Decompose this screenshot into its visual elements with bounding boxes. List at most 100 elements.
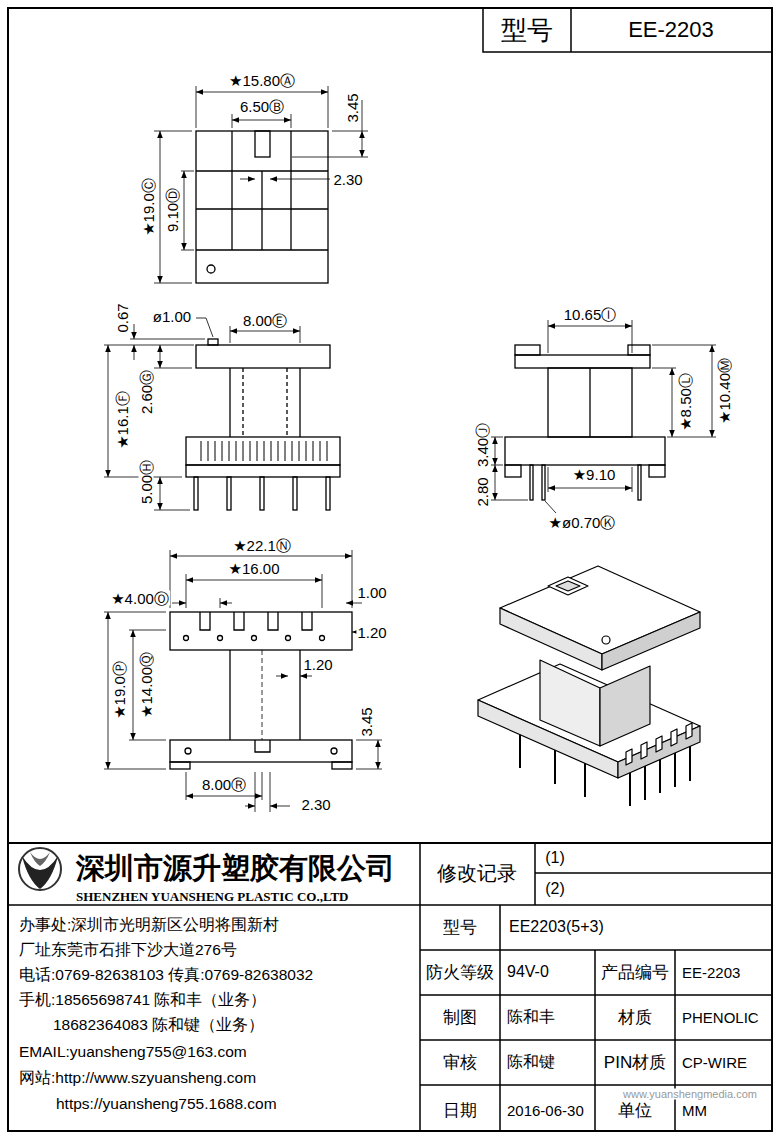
table-cell: (1) (544, 850, 566, 866)
front-view-dimensions-part (134, 324, 135, 339)
company-name-english: SHENZHEN YUANSHENG PLASTIC CO.,LTD (75, 890, 349, 903)
front-view-part (326, 477, 330, 510)
dimension: 6.50Ⓑ (239, 99, 285, 114)
side-view-dimensions-part (632, 320, 633, 353)
side-view-dimensions-part (548, 488, 632, 489)
isometric-view-part (629, 770, 631, 806)
top-view-dimensions-part (270, 179, 330, 180)
side-view-dimensions-part (548, 326, 632, 327)
side-view-dimensions-part (491, 500, 528, 501)
title-block-grid (8, 843, 772, 1131)
dimension: ★16.1Ⓕ (115, 390, 130, 450)
table-cell: 修改记录 (436, 863, 518, 883)
front-view-part (227, 477, 231, 510)
side-view-dimensions-part (652, 345, 716, 346)
bottom-view-part (320, 636, 325, 641)
table-cell: 日期 (442, 1102, 478, 1119)
front-view (186, 339, 340, 510)
bottom-view-part (229, 650, 230, 740)
bottom-view-dimensions-part (129, 740, 166, 741)
email-line: EMAIL:yuansheng755@163.com (18, 1044, 248, 1060)
isometric-view-part (556, 581, 580, 591)
isometric-view-part (600, 666, 650, 746)
isometric-view-part (540, 660, 600, 746)
top-view-dimensions-part (362, 100, 363, 131)
dimension: ★16.00 (228, 561, 281, 576)
front-view-part (293, 477, 297, 510)
sheet-frame-part (483, 8, 772, 52)
dimension: ★ø0.70Ⓚ (548, 515, 617, 530)
front-view-dimensions-part (196, 318, 213, 337)
top-view-dimensions-part (232, 114, 233, 128)
front-view-part (242, 368, 243, 437)
bottom-view-part (184, 636, 189, 641)
isometric-view-part (554, 746, 556, 784)
table-cell: EE2203(5+3) (508, 919, 605, 935)
front-view-dimensions-part (230, 326, 231, 343)
isometric-view-part (584, 759, 586, 797)
top-view-dimensions-part (291, 114, 292, 128)
bottom-view-dimensions-part (300, 676, 312, 677)
bottom-view-part (252, 636, 257, 641)
top-view-dimensions-part (196, 92, 328, 93)
bottom-view-part (185, 748, 191, 754)
isometric-view-part (689, 745, 691, 781)
side-view-dimensions-part (491, 465, 503, 466)
side-view-part (542, 465, 545, 500)
side-view-part (505, 437, 665, 465)
side-view-dimensions (491, 320, 716, 513)
phone-line: 手机:18565698741 陈和丰（业务） (18, 992, 267, 1008)
front-view-part (186, 437, 340, 465)
front-view-part (201, 441, 327, 461)
table-cell: 单位 (617, 1102, 653, 1119)
isometric-view-part (602, 636, 610, 644)
top-view-dimensions-part (181, 250, 194, 251)
side-view-part (649, 465, 665, 477)
dimension: 3.45 (359, 706, 374, 737)
model-heading: 型号 (500, 17, 554, 43)
bottom-view-part (332, 762, 352, 769)
top-view-part (196, 249, 328, 250)
table-cell: 审核 (442, 1054, 478, 1071)
bottom-view-part (331, 748, 337, 754)
dimension: 2.80 (475, 476, 490, 507)
bottom-view-part (286, 636, 291, 641)
front-view-dimensions-part (160, 345, 161, 368)
bottom-view-dimensions-part (129, 630, 166, 631)
bottom-view-dimensions (104, 550, 382, 812)
side-view-dimensions-part (495, 437, 496, 465)
dimension: ★15.80Ⓐ (228, 73, 296, 88)
dimension: ★8.50Ⓛ (678, 372, 693, 432)
bottom-view-dimensions-part (104, 612, 166, 613)
title-block-grid-part (420, 949, 772, 951)
side-view-dimensions-part (545, 501, 556, 513)
bottom-view-dimensions-part (378, 740, 379, 769)
dimension: ★4.00Ⓞ (110, 591, 170, 606)
side-view-dimensions-part (495, 465, 496, 500)
bottom-view-part (299, 650, 300, 740)
title-block-grid-part (499, 905, 501, 1131)
title-block-grid-part (594, 950, 596, 1131)
website-line: 网站:http://www.szyuansheng.com (18, 1070, 257, 1086)
top-view (196, 131, 328, 283)
front-view-part (208, 339, 218, 345)
isometric-view-part (644, 764, 646, 800)
side-view-part (515, 355, 650, 368)
front-view-dimensions-part (300, 326, 301, 343)
front-view-part (186, 465, 340, 477)
bottom-view (170, 612, 352, 769)
dimension: ★9.10 (572, 467, 617, 482)
side-view-part (515, 345, 540, 355)
isometric-view-part (674, 751, 676, 787)
bottom-view-part (218, 636, 223, 641)
table-cell: 陈和键 (506, 1054, 556, 1070)
side-view-part (548, 368, 632, 437)
company-name: 深圳市源升塑胶有限公司 (75, 854, 396, 883)
isometric-view-part (602, 612, 700, 670)
side-view-dimensions-part (548, 320, 549, 353)
table-cell: MM (681, 1103, 708, 1118)
dimension: ★19.0Ⓒ (141, 177, 156, 237)
dimension: 3.40Ⓙ (475, 422, 490, 468)
table-cell: 产品编号 (600, 964, 670, 981)
dimension: ø1.00 (152, 309, 192, 324)
